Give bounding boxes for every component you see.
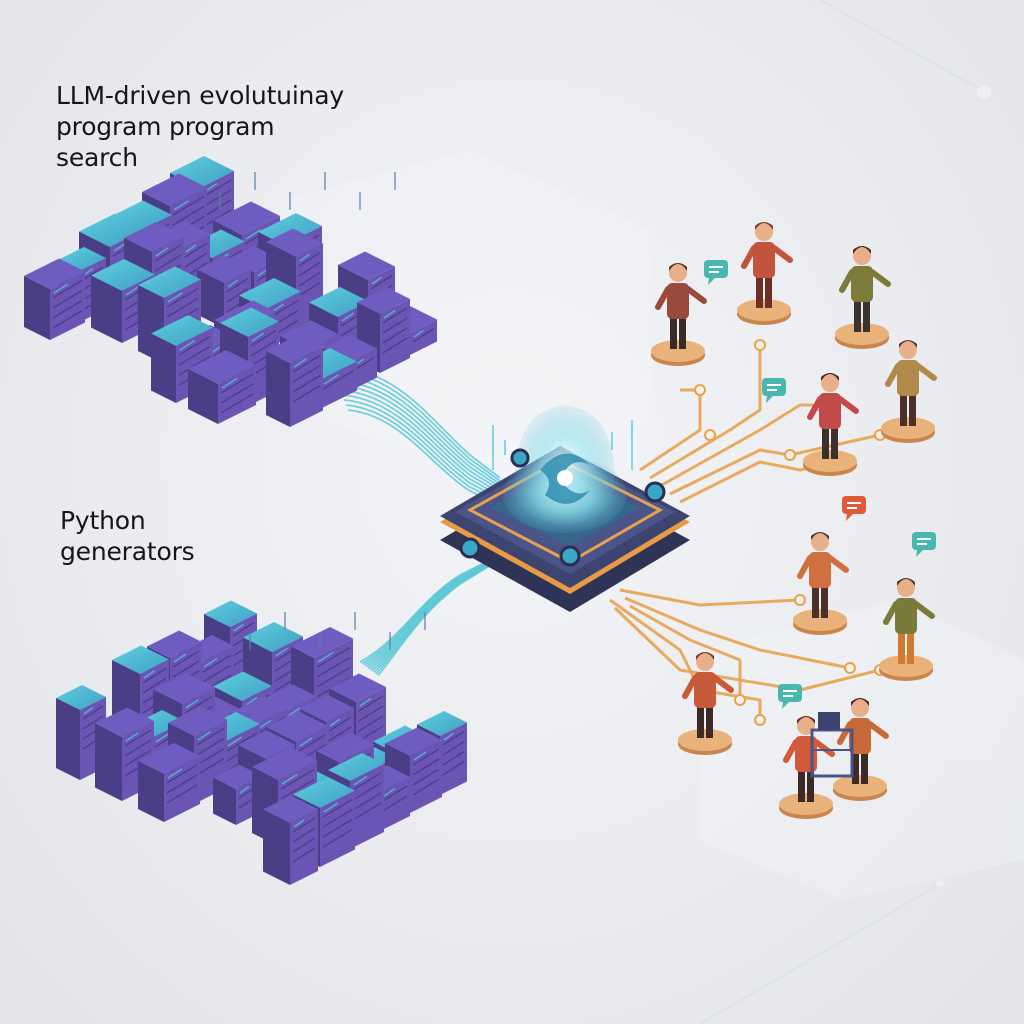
chat-bubble-icon (778, 684, 802, 709)
chat-bubble-icon (912, 532, 936, 557)
person-icon (737, 222, 793, 325)
server-cluster-icon (24, 156, 437, 427)
teal-data-wires (329, 364, 501, 677)
workbench-icon (810, 712, 854, 778)
python-generators-label: Python generators (60, 506, 195, 566)
diagram-title: LLM-driven evolutuinay program program s… (56, 81, 344, 172)
person-icon (803, 373, 859, 476)
person-icon (881, 340, 937, 443)
chat-bubble-icon (842, 496, 866, 521)
person-icon (651, 263, 707, 366)
person-icon (779, 716, 835, 819)
person-icon (678, 652, 734, 755)
person-icon (835, 246, 891, 349)
chat-bubble-icon (762, 378, 786, 403)
person-icon (833, 698, 889, 801)
chat-bubble-icon (704, 260, 728, 285)
person-icon (793, 532, 849, 635)
server-cluster-icon (56, 600, 467, 885)
people-group (651, 222, 937, 819)
person-icon (879, 578, 935, 681)
ai-core-icon (440, 405, 690, 612)
